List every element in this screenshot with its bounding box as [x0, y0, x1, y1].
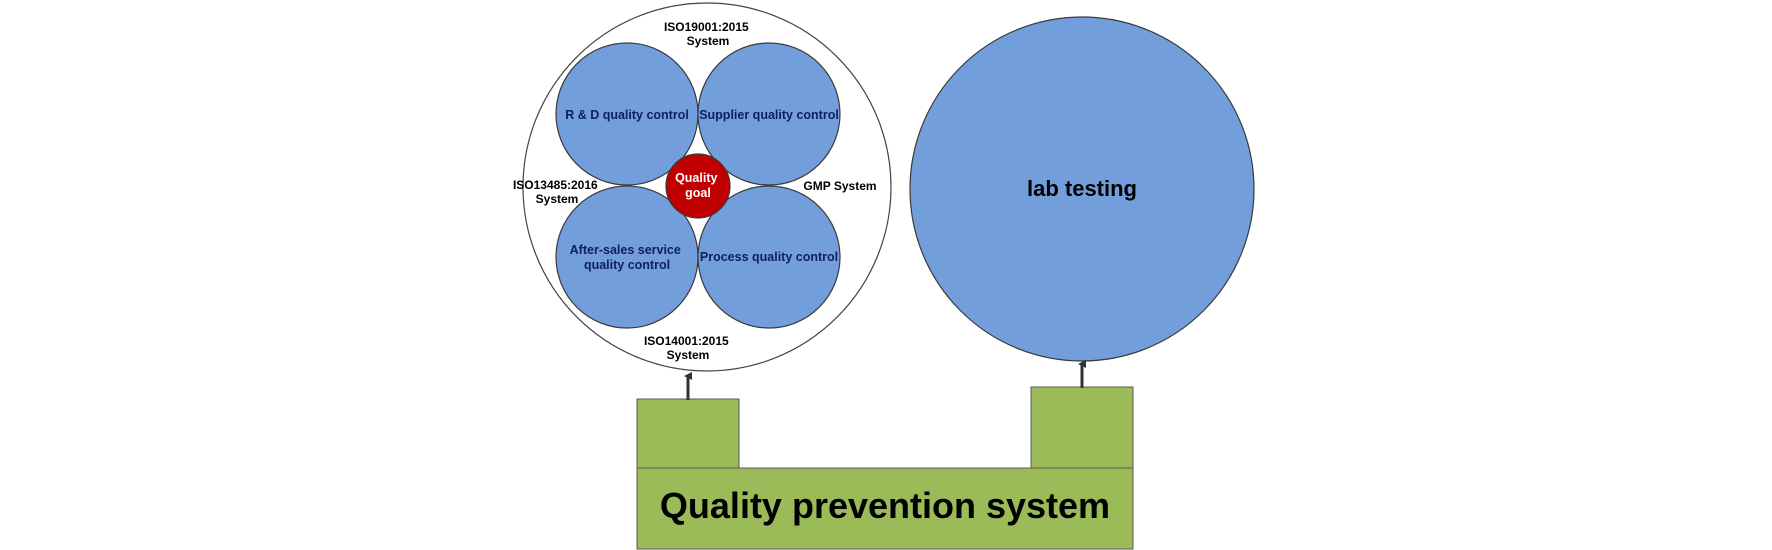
supplier-quality-circle — [697, 42, 841, 186]
base-block — [636, 467, 1134, 550]
process-quality-circle — [697, 185, 841, 329]
after-sales-quality-label: After-sales service quality control — [570, 243, 685, 272]
lab-testing-label: lab testing — [1027, 176, 1137, 201]
bottom-system-label: ISO14001:2015 System — [644, 334, 732, 362]
quality-goal-circle — [665, 153, 731, 219]
right-pillar — [1030, 386, 1134, 469]
base-label: Quality prevention system — [660, 485, 1110, 526]
process-quality-label: Process quality control — [700, 250, 838, 264]
quality-goal-label: Quality goal — [675, 171, 721, 200]
rd-quality-label: R & D quality control — [565, 108, 689, 122]
left-system-label: ISO13485:2016 System — [513, 178, 601, 206]
right-system-label: GMP System — [803, 179, 876, 193]
top-system-label: ISO19001:2015 System — [664, 20, 752, 48]
left-pillar — [636, 398, 740, 469]
supplier-quality-label: Supplier quality control — [699, 108, 839, 122]
